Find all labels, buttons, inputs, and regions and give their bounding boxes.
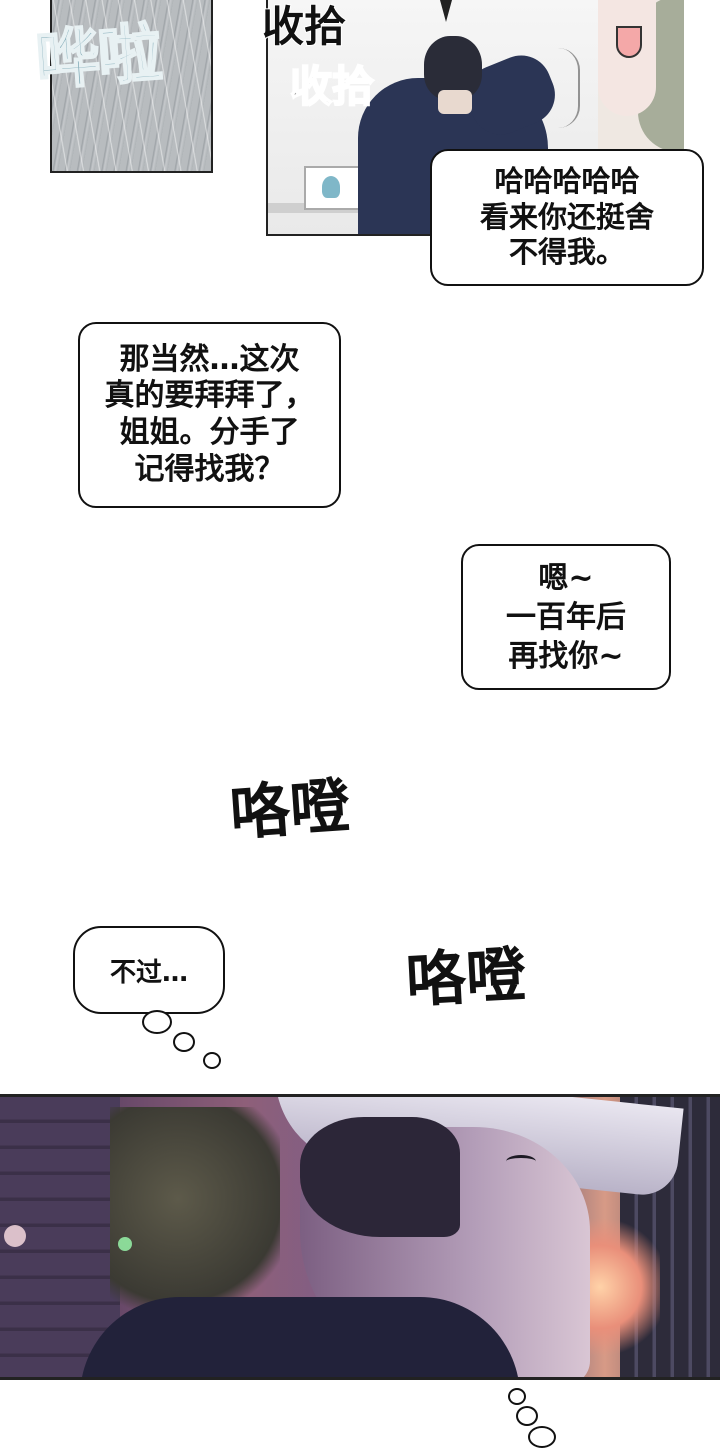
tidy-sfx-2: 收拾 bbox=[289, 62, 375, 111]
clack-sfx-1: 咯噔 bbox=[227, 770, 353, 850]
thought-dot-1 bbox=[142, 1010, 172, 1034]
rain-sfx: 哗啦 bbox=[33, 16, 164, 100]
however-thought-text: 不过… bbox=[109, 957, 188, 988]
thought-dot-2 bbox=[173, 1032, 195, 1052]
man-head bbox=[424, 36, 482, 100]
street-dusk-panel bbox=[0, 1094, 720, 1380]
thought-dot-5 bbox=[516, 1406, 538, 1426]
laugh-speech-text: 哈哈哈哈哈 看来你还挺舍 不得我。 bbox=[479, 164, 654, 270]
reply-speech-text: 那当然…这次 真的要拜拜了， 姐姐。分手了 记得找我？ bbox=[104, 341, 315, 487]
man-hair bbox=[300, 1117, 460, 1237]
motion-lines bbox=[558, 48, 580, 128]
bokeh-light-2 bbox=[118, 1237, 132, 1251]
tidy-sfx-1: 收拾 bbox=[261, 2, 347, 51]
rain-window-panel bbox=[50, 0, 213, 173]
picture-frame bbox=[304, 166, 364, 210]
however-thought-bubble: 不过… bbox=[73, 926, 225, 1014]
man-hoodie-collar bbox=[80, 1297, 520, 1377]
rain-streaks bbox=[52, 0, 211, 171]
hundred-years-speech-bubble: 嗯~ 一百年后 再找你~ bbox=[461, 544, 671, 690]
bokeh-light-1 bbox=[4, 1225, 26, 1247]
man-neck bbox=[438, 90, 472, 114]
bird-figure-icon bbox=[322, 176, 340, 198]
thought-dot-4 bbox=[508, 1388, 526, 1405]
woman-face bbox=[598, 0, 656, 116]
hundred-years-speech-text: 嗯~ 一百年后 再找你~ bbox=[506, 560, 626, 674]
thought-dot-3 bbox=[203, 1052, 221, 1069]
clack-sfx-2: 咯噔 bbox=[404, 939, 528, 1017]
laugh-speech-bubble: 哈哈哈哈哈 看来你还挺舍 不得我。 bbox=[430, 149, 704, 286]
woman-mouth bbox=[616, 26, 642, 58]
man-eye bbox=[506, 1155, 536, 1168]
woman-panel bbox=[598, 0, 684, 152]
speech-tail bbox=[440, 0, 452, 22]
reply-speech-bubble: 那当然…这次 真的要拜拜了， 姐姐。分手了 记得找我？ bbox=[78, 322, 341, 508]
thought-dot-6 bbox=[528, 1426, 556, 1448]
